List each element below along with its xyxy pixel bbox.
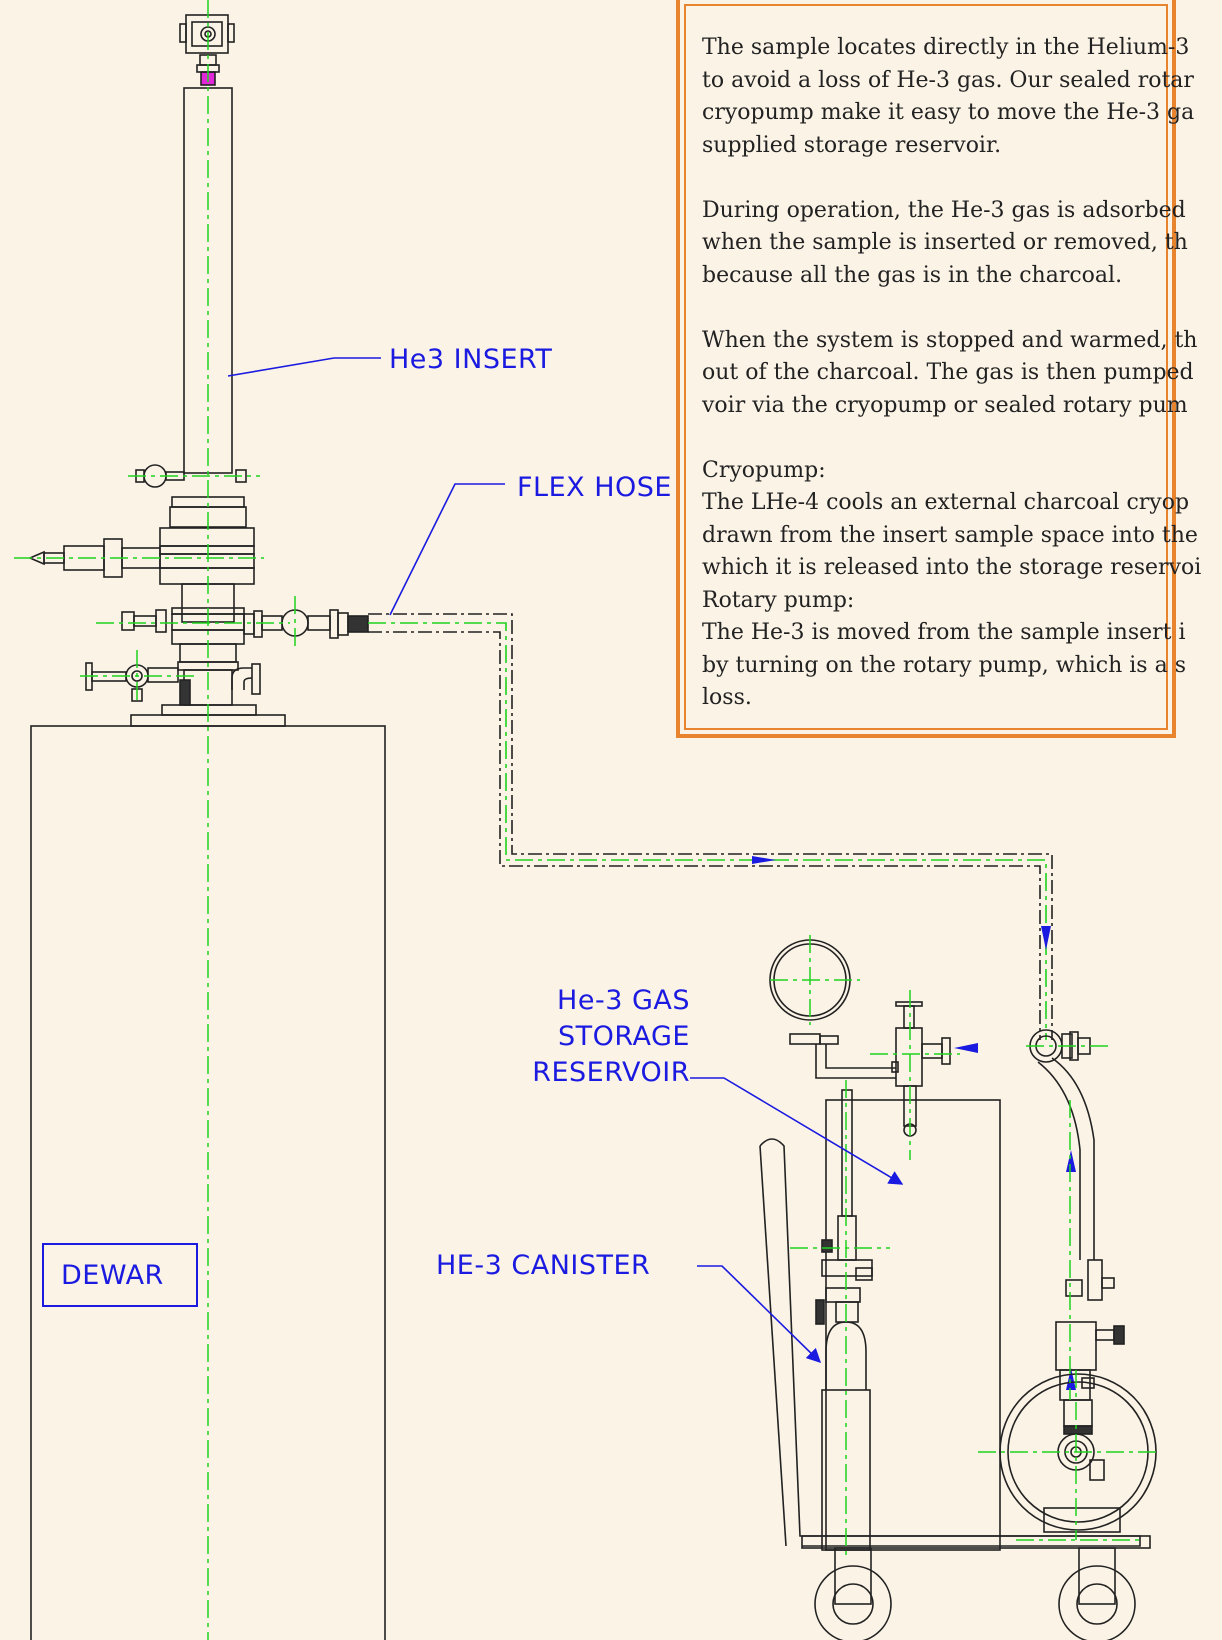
info-paragraph: Cryopump: The LHe-4 cools an external ch…: [702, 455, 1222, 715]
info-line: by turning on the rotary pump, which is …: [702, 652, 1186, 678]
info-paragraph: During operation, the He-3 gas is adsorb…: [702, 195, 1222, 293]
flex-hose-label: FLEX HOSE: [517, 472, 672, 503]
system-schematic: [14, 0, 1158, 1640]
info-line: to avoid a loss of He-3 gas. Our sealed …: [702, 67, 1194, 93]
centerlines: [14, 0, 1158, 1640]
info-line: The LHe-4 cools an external charcoal cry…: [702, 490, 1190, 515]
info-line: loss.: [702, 685, 752, 710]
info-line: During operation, the He-3 gas is adsorb…: [702, 197, 1186, 223]
info-line: out of the charcoal. The gas is then pum…: [702, 360, 1194, 385]
he3-insert-label: He3 INSERT: [389, 344, 553, 375]
info-line: The sample locates directly in the Heliu…: [702, 35, 1190, 60]
info-line: voir via the cryopump or sealed rotary p…: [702, 392, 1188, 418]
info-text: The sample locates directly in the Heliu…: [702, 32, 1222, 715]
info-line: when the sample is inserted or removed, …: [702, 230, 1188, 255]
info-paragraph: When the system is stopped and warmed, t…: [702, 325, 1222, 423]
info-line: drawn from the insert sample space into …: [702, 522, 1198, 548]
storage-reservoir-label-line: STORAGE: [557, 1021, 690, 1052]
info-box: The sample locates directly in the Heliu…: [676, 0, 1201, 738]
storage-reservoir-label-line: RESERVOIR: [532, 1057, 690, 1088]
info-line: because all the gas is in the charcoal.: [702, 262, 1123, 288]
he3-canister-label: HE-3 CANISTER: [436, 1250, 651, 1281]
info-line: When the system is stopped and warmed, t…: [702, 327, 1198, 353]
dewar-label: DEWAR: [42, 1243, 198, 1307]
info-line: The He-3 is moved from the sample insert…: [702, 620, 1186, 645]
info-line: which it is released into the storage re…: [702, 555, 1202, 580]
flex-hose: [368, 613, 1053, 1040]
info-paragraph: The sample locates directly in the Heliu…: [702, 32, 1222, 162]
info-line: Rotary pump:: [702, 587, 855, 613]
storage-reservoir-label-line: He-3 GAS: [557, 985, 690, 1016]
he3-insert: [27, 14, 369, 706]
pump-cart: [759, 939, 1157, 1640]
leader-lines: [227, 357, 904, 1364]
info-line: Cryopump:: [702, 457, 826, 483]
flow-arrows: [752, 856, 1076, 1390]
info-line: cryopump make it easy to move the He-3 g…: [702, 100, 1195, 125]
info-line: supplied storage reservoir.: [702, 132, 1002, 158]
storage-reservoir-label: He-3 GAS STORAGE RESERVOIR: [520, 983, 690, 1091]
